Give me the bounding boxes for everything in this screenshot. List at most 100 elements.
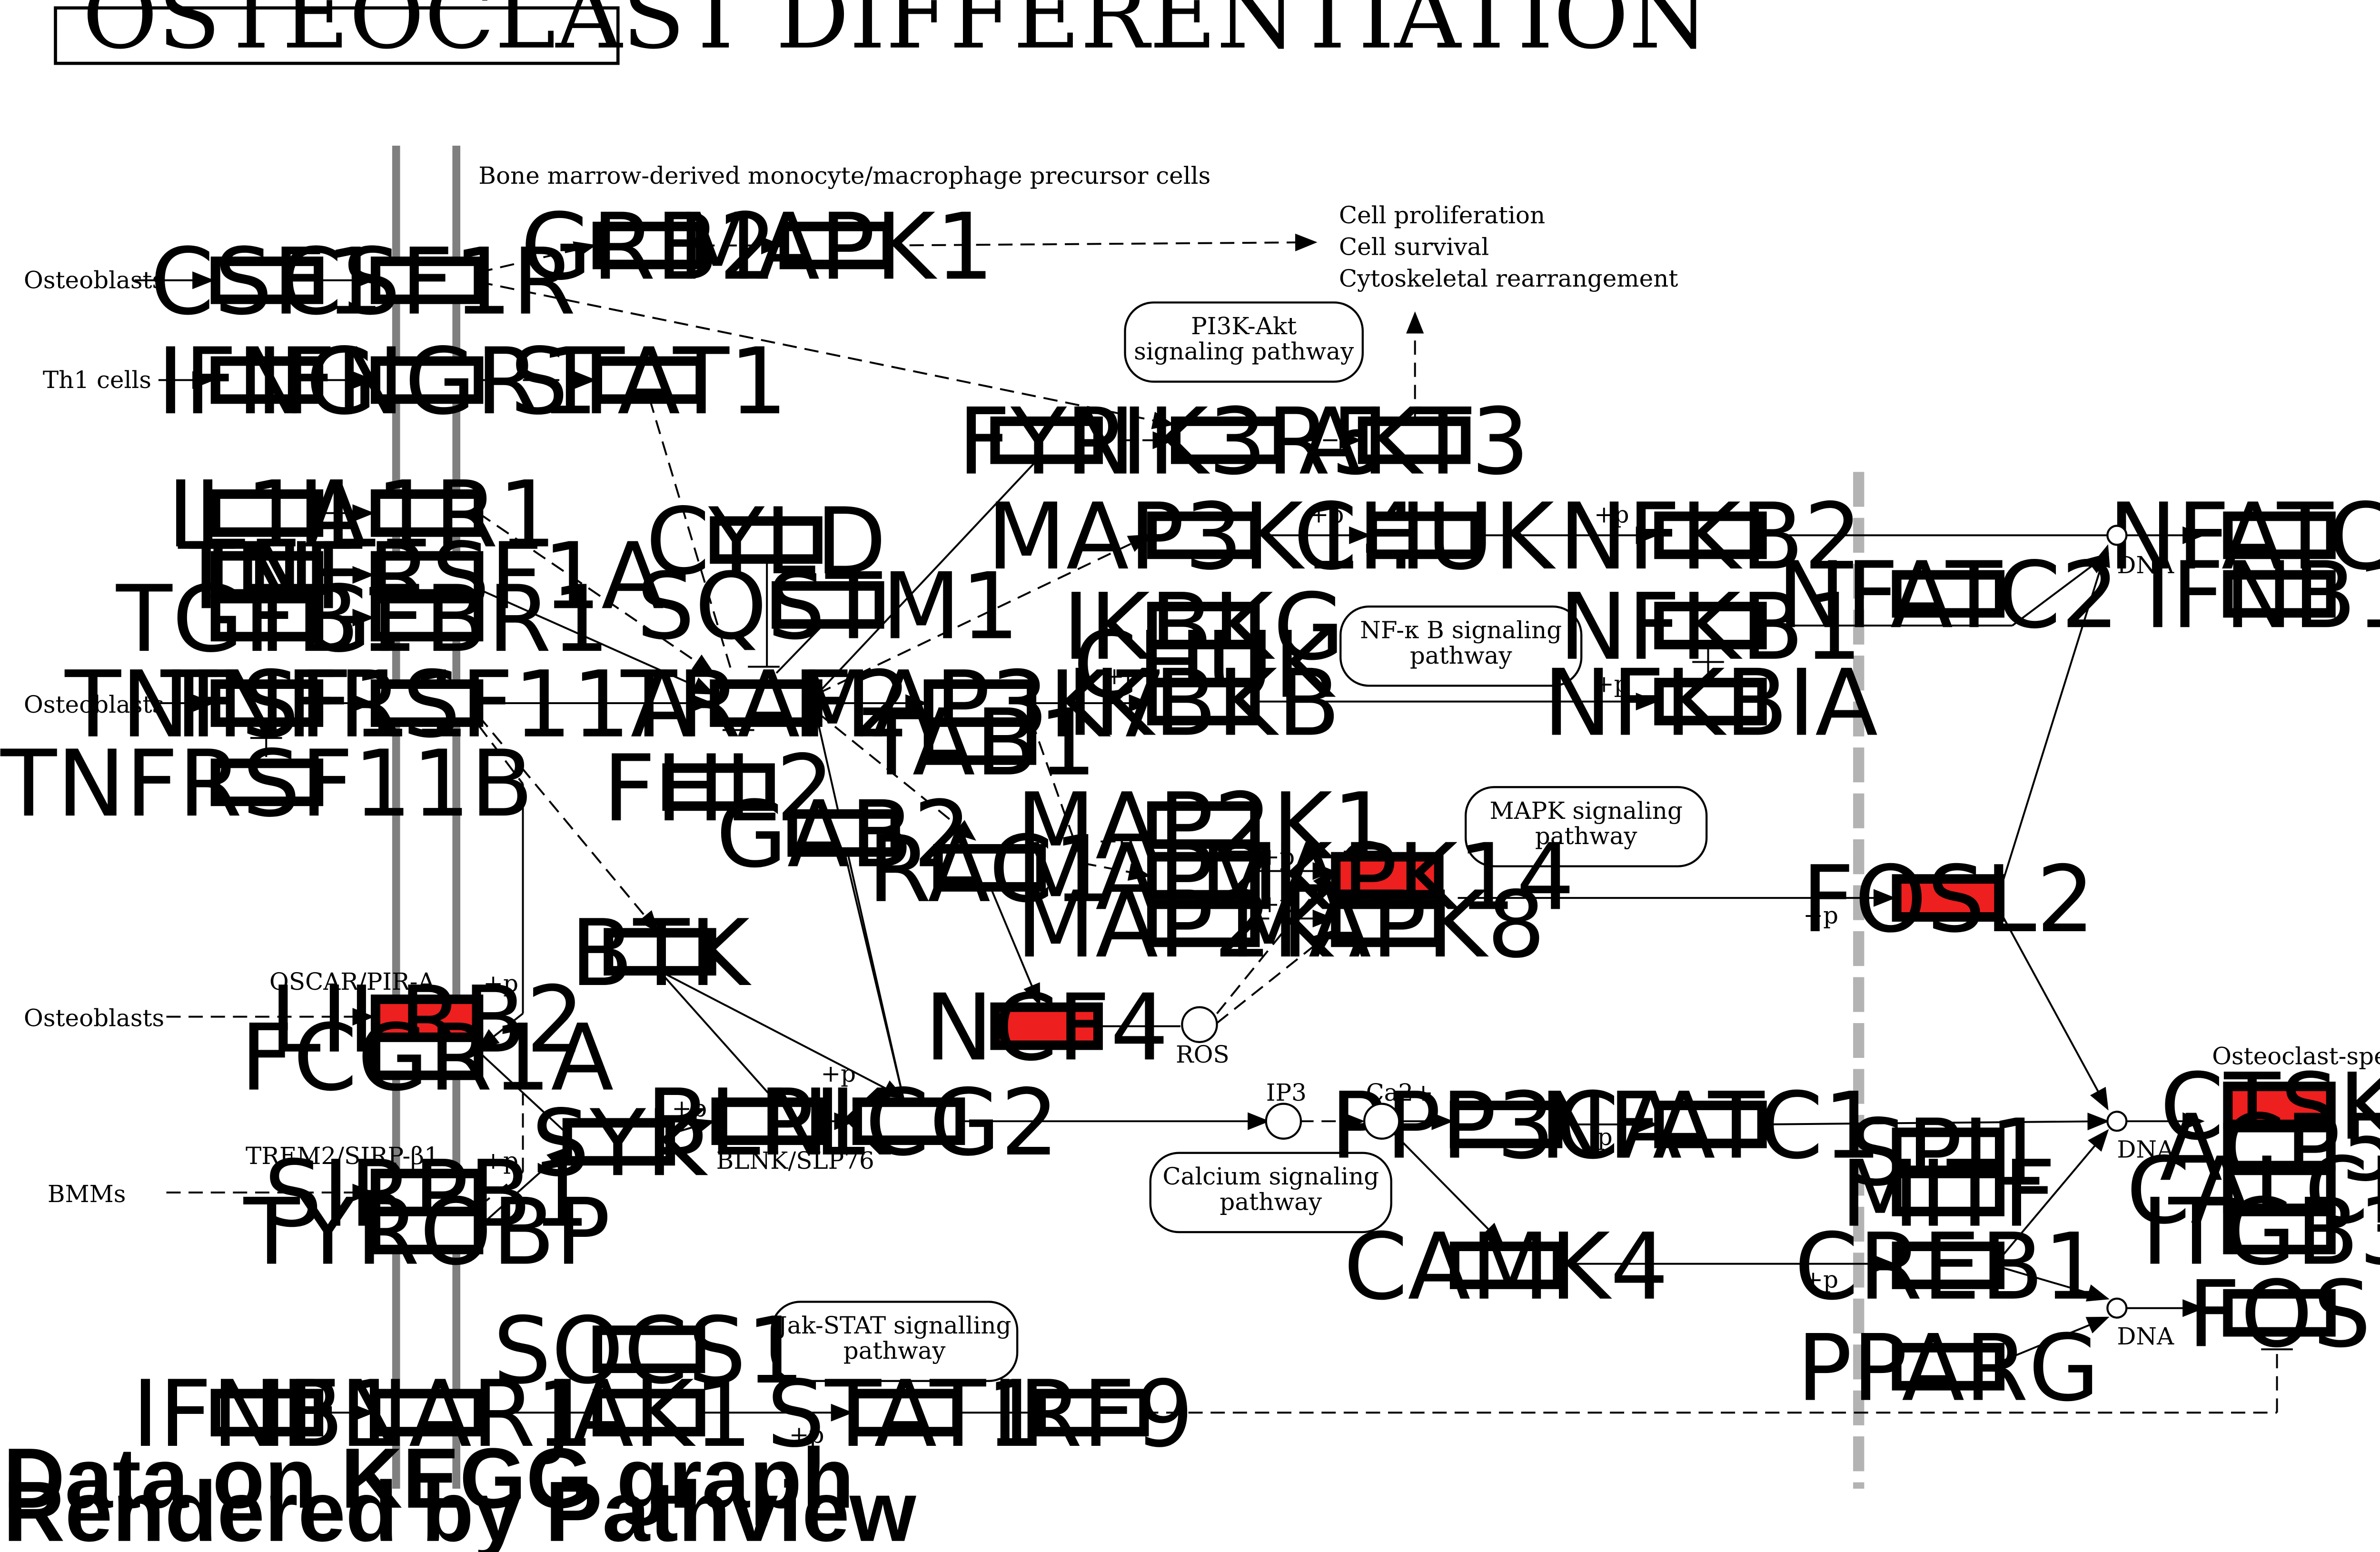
compound-circle bbox=[2106, 1297, 2128, 1319]
edge bbox=[1999, 910, 2109, 1111]
edge bbox=[817, 534, 1151, 695]
gene-node[interactable]: MAP2K7 bbox=[1016, 871, 1391, 978]
text-label-plus-p: +p bbox=[1803, 1265, 1838, 1293]
pathway-label: PI3K-Akt bbox=[1191, 312, 1297, 340]
text-label-dna: DNA bbox=[2117, 1323, 2174, 1350]
compound-circle bbox=[1181, 1006, 1218, 1044]
edges bbox=[134, 233, 2293, 1422]
gene-node[interactable]: NCF4 bbox=[924, 974, 1169, 1081]
gene-node[interactable]: SOCS1 bbox=[493, 1297, 805, 1404]
text-label-plus-p: +p bbox=[1594, 501, 1629, 528]
gene-label: MAP2K7 bbox=[1016, 871, 1391, 978]
gene-node[interactable]: FYN bbox=[958, 388, 1135, 496]
gene-node[interactable]: NFKB1 bbox=[1559, 574, 1862, 681]
gene-node[interactable]: CHUK bbox=[1293, 483, 1556, 590]
gene-node[interactable]: TAB1 bbox=[863, 689, 1097, 796]
gene-label: TNFRSF11A bbox=[160, 651, 694, 758]
gene-node[interactable]: GRB2 bbox=[521, 193, 777, 300]
gene-node[interactable]: MITF bbox=[1841, 1141, 2056, 1248]
gene-label: TNFRSF11B bbox=[0, 730, 533, 837]
text-label-bmms: BMMs bbox=[48, 1180, 126, 1208]
gene-node[interactable]: TNFSF11 bbox=[64, 651, 469, 758]
gene-node[interactable]: TGFBR1 bbox=[244, 566, 610, 673]
gene-node[interactable]: STAT1 bbox=[510, 328, 787, 435]
gene-node[interactable]: MAP2K1 bbox=[1016, 773, 1391, 880]
gene-node[interactable]: TYROBP bbox=[243, 1179, 611, 1286]
gene-node[interactable]: PPARG bbox=[1797, 1315, 2100, 1422]
gene-node[interactable]: IL1R1 bbox=[298, 461, 556, 568]
edge bbox=[670, 1118, 715, 1135]
gene-node[interactable]: TNFRSF11A bbox=[160, 651, 694, 758]
gene-node[interactable]: MAPK1 bbox=[678, 193, 994, 300]
gene-label: CAMK4 bbox=[1344, 1214, 1669, 1321]
pathway-label: pathway bbox=[1535, 822, 1637, 850]
gene-node[interactable]: NFATC1 bbox=[1539, 1073, 1882, 1180]
gene-label: IFNB1 bbox=[132, 1361, 402, 1468]
gene-node[interactable]: PLCG2 bbox=[758, 1069, 1059, 1176]
gene-node[interactable]: PIK3R5 bbox=[1065, 388, 1389, 496]
gene-node[interactable]: TRAF2 bbox=[620, 651, 911, 758]
gene-node[interactable]: TGFB1 bbox=[116, 566, 418, 673]
gene-label: CHUK bbox=[1293, 483, 1556, 590]
gene-node[interactable]: FCGR1A bbox=[240, 1005, 614, 1112]
gene-node[interactable]: IFNB1 bbox=[132, 1361, 402, 1468]
gene-label: FOS bbox=[2188, 1261, 2371, 1368]
gene-node[interactable]: GAB2 bbox=[716, 781, 972, 888]
gene-node[interactable]: MAP3K14 bbox=[987, 483, 1420, 590]
text-label-precursor: Bone marrow-derived monocyte/macrophage … bbox=[478, 162, 1210, 189]
gene-node[interactable]: TNFRSF11B bbox=[0, 730, 533, 837]
gene-label: NFATC2 bbox=[1777, 542, 2119, 649]
gene-node[interactable]: CYLD bbox=[646, 488, 887, 595]
gene-node[interactable]: FOS bbox=[2188, 1261, 2371, 1368]
gene-node[interactable]: CSF1 bbox=[150, 229, 384, 336]
gene-node[interactable]: IKBKB bbox=[1067, 650, 1340, 757]
gene-node[interactable]: IFNAR1 bbox=[260, 1361, 594, 1468]
gene-node[interactable]: NFKBIA bbox=[1543, 650, 1878, 757]
gene-node[interactable]: CSF1R bbox=[278, 229, 575, 336]
gene-node[interactable]: NFKB2 bbox=[1559, 483, 1862, 590]
edge bbox=[478, 512, 715, 675]
edge bbox=[478, 241, 596, 274]
gene-node[interactable]: SQSTM1 bbox=[636, 553, 1019, 660]
gene-node[interactable]: CAMK4 bbox=[1344, 1214, 1669, 1321]
gene-label: CSF1 bbox=[150, 229, 384, 336]
gene-label: CREB1 bbox=[1795, 1214, 2102, 1321]
gene-node[interactable]: AKT3 bbox=[1299, 388, 1529, 496]
edge bbox=[478, 588, 715, 695]
gene-node[interactable]: IRF9 bbox=[992, 1361, 1194, 1468]
edge bbox=[816, 720, 904, 1098]
gene-node[interactable]: BTK bbox=[570, 900, 752, 1007]
gene-node[interactable]: MAPK8 bbox=[1229, 871, 1546, 978]
gene-node[interactable]: STAT1 bbox=[767, 1361, 1044, 1468]
edge bbox=[2012, 553, 2110, 627]
pathway-label: pathway bbox=[1220, 1188, 1322, 1215]
gene-node[interactable]: IFNGR1 bbox=[256, 328, 598, 435]
gene-node[interactable]: NFATC2 bbox=[1777, 542, 2119, 649]
gene-node[interactable]: ITGB3 bbox=[2142, 1179, 2380, 1286]
edge bbox=[1999, 1316, 2110, 1363]
gene-node[interactable]: PPP3CA bbox=[1330, 1073, 1682, 1180]
gene-node[interactable]: BLNK bbox=[646, 1069, 891, 1176]
gene-node[interactable]: CREB1 bbox=[1795, 1214, 2102, 1321]
gene-label: RAC1 bbox=[868, 816, 1112, 923]
gene-node[interactable]: RAC1 bbox=[868, 816, 1112, 923]
gene-label: TAB1 bbox=[863, 689, 1097, 796]
text-label-cell-prolif: Cell proliferation bbox=[1339, 201, 1545, 229]
text-label-minus-p: -p bbox=[1589, 1123, 1613, 1151]
edge bbox=[1216, 869, 1334, 1015]
gene-node[interactable]: JAK1 bbox=[541, 1361, 753, 1468]
gene-node[interactable]: IFNB1 bbox=[2144, 542, 2380, 649]
gene-node[interactable]: IL1A bbox=[167, 461, 367, 568]
gene-node[interactable]: IFNG bbox=[157, 328, 377, 435]
gene-node[interactable]: IKBKG bbox=[1062, 574, 1344, 681]
edge bbox=[817, 458, 1039, 695]
text-label-plus-p: +p bbox=[1259, 843, 1295, 870]
compound-circle bbox=[2106, 525, 2128, 546]
gene-node[interactable]: SYK bbox=[531, 1090, 708, 1197]
gene-node[interactable]: FOSL2 bbox=[1802, 846, 2095, 953]
